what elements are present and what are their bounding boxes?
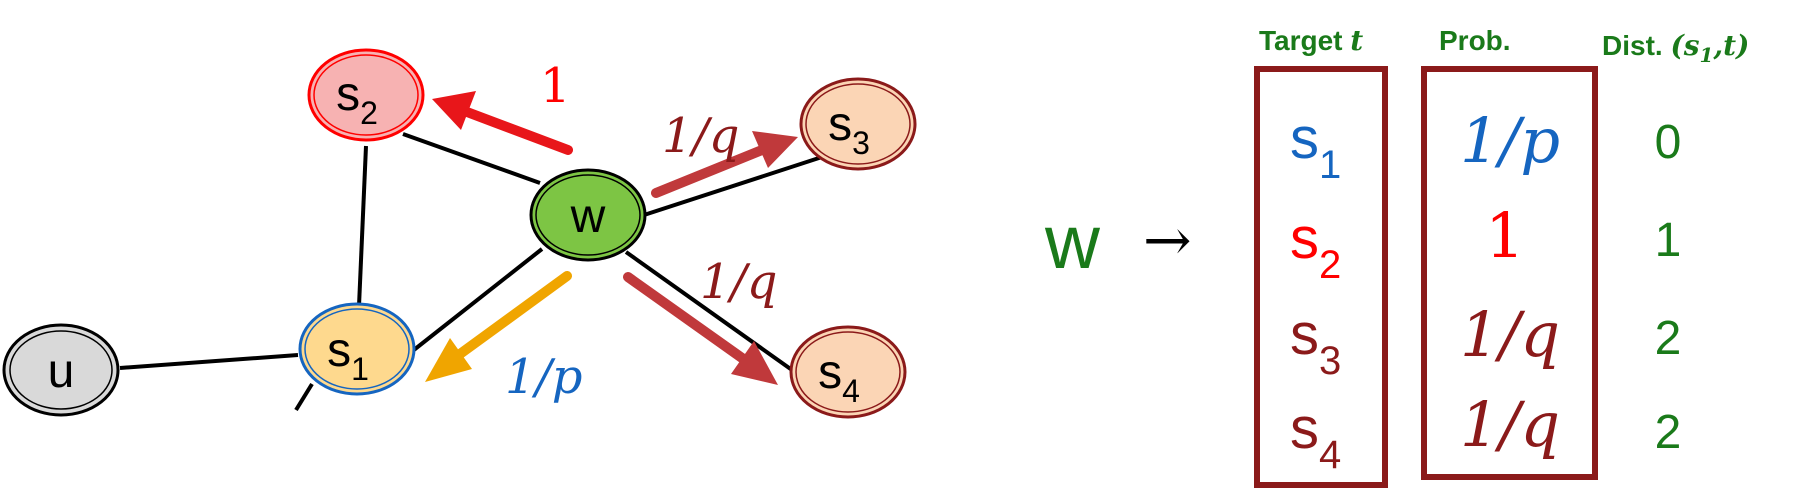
row-target: s3	[1290, 302, 1341, 383]
edge-s2-w	[402, 132, 541, 185]
edge-w-s3	[643, 155, 823, 217]
arrow-to-s3	[651, 131, 798, 198]
node-s1: s1	[298, 302, 416, 396]
edge-w-s1	[408, 247, 544, 355]
walk-arrows	[425, 91, 798, 385]
row-dist: 2	[1655, 312, 1682, 365]
row-target: s1	[1290, 106, 1341, 187]
target-column-box	[1254, 66, 1388, 488]
row-dist: 2	[1655, 406, 1682, 459]
graph-edges	[119, 132, 823, 412]
row-prob: 1	[1485, 199, 1524, 272]
transition-table: w → Target t Prob. Dist. (s1,t) s1 1/p 0…	[1044, 24, 1749, 488]
header-dist: Dist. (s1,t)	[1602, 29, 1749, 67]
svg-text:s3: s3	[828, 98, 870, 161]
svg-text:u: u	[48, 345, 75, 398]
svg-text:s4: s4	[818, 346, 860, 409]
node-u: u	[2, 323, 120, 417]
header-prob: Prob.	[1439, 25, 1511, 56]
label-to-s2: 1	[540, 58, 571, 114]
node-s4: s4	[789, 325, 907, 419]
prob-column-box	[1421, 66, 1598, 480]
graph-nodes: u s1 s2 w s3 s4	[2, 48, 917, 419]
edge-s1-s2	[357, 145, 368, 307]
edge-w-s4	[624, 250, 794, 372]
header-target: Target t	[1259, 24, 1363, 57]
node-w: w	[529, 168, 647, 262]
source-node-label: w	[1044, 200, 1101, 285]
node-s3: s3	[799, 77, 917, 171]
arrow-to-s4	[623, 272, 778, 385]
svg-text:s2: s2	[336, 68, 378, 131]
table-row: s1 1/p 0	[1290, 104, 1681, 187]
svg-text:s1: s1	[327, 324, 369, 387]
table-row: s3 1/q 2	[1290, 298, 1681, 383]
table-row: s4 1/q 2	[1290, 388, 1681, 477]
transition-arrow: →	[1143, 206, 1192, 274]
row-target: s4	[1290, 396, 1341, 477]
label-to-s3: 1/q	[662, 108, 739, 164]
row-dist: 1	[1655, 214, 1682, 267]
edge-s1-stub	[294, 382, 314, 412]
arrow-to-s2	[432, 91, 573, 155]
label-to-s1: 1/p	[505, 349, 582, 405]
row-prob: 1/q	[1460, 388, 1560, 461]
arrow-to-s1	[425, 271, 572, 382]
row-prob: 1/p	[1460, 104, 1560, 177]
label-to-s4: 1/q	[700, 254, 777, 310]
row-target: s2	[1290, 206, 1341, 287]
table-row: s2 1 1	[1290, 199, 1681, 287]
edge-u-s1	[119, 353, 299, 370]
node-s2: s2	[307, 48, 425, 142]
arrow-labels: 1 1/q 1/q 1/p	[505, 58, 777, 405]
row-prob: 1/q	[1460, 298, 1560, 371]
svg-text:w: w	[570, 190, 606, 243]
row-dist: 0	[1655, 116, 1682, 169]
